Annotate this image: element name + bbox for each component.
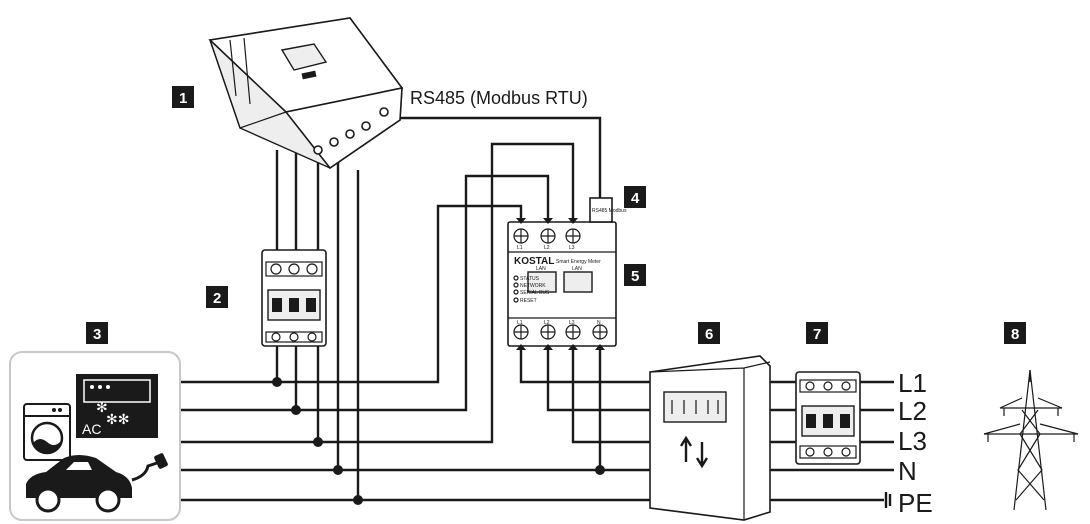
line-label-pe: PE — [898, 488, 933, 518]
meter-bottom-terminal-4: N — [597, 320, 601, 326]
badge-label: 7 — [813, 326, 821, 343]
meter-led-reset: RESET — [520, 298, 537, 304]
ground-icon — [884, 492, 892, 508]
meter-brand: KOSTAL — [514, 256, 554, 267]
air-conditioner-icon: ✻✻ ✻ — [76, 374, 158, 438]
badge-1: 1 — [172, 86, 194, 108]
meter-out-l1 — [519, 344, 658, 384]
meter-out-l3 — [571, 344, 658, 444]
rs485-cable — [392, 116, 602, 200]
bus-lines — [180, 142, 894, 502]
meter-port-tag: RS485 Modbus — [592, 208, 627, 214]
bus-line-2 — [180, 174, 550, 412]
inverter-feeds — [275, 116, 602, 500]
bus-line-3 — [180, 142, 575, 444]
meter-product: Smart Energy Meter — [556, 259, 601, 265]
meter-led-status: STATUS — [520, 276, 540, 282]
svg-text:✻✻: ✻✻ — [106, 412, 129, 428]
line-label-l2: L2 — [898, 396, 927, 426]
badge-7: 7 — [806, 322, 828, 344]
bus-line-1 — [180, 204, 523, 384]
line-label-l1: L1 — [898, 368, 927, 398]
energy-meter-icon — [507, 197, 617, 350]
circuit-breaker-icon — [261, 249, 327, 347]
badge-8: 8 — [1004, 322, 1026, 344]
consumer-panel: ✻✻ ✻ AC — [9, 351, 181, 521]
meter-bottom-terminal-2: L2 — [544, 320, 550, 326]
meter-bottom-terminal-3: L3 — [569, 320, 575, 326]
line-label-n: N — [898, 456, 917, 486]
badge-6: 6 — [698, 322, 720, 344]
meter-lan-1: LAN — [536, 266, 546, 272]
badge-5: 5 — [624, 264, 646, 286]
svg-text:✻: ✻ — [96, 400, 108, 416]
washing-machine-icon — [23, 403, 71, 461]
inverter-icon — [208, 17, 404, 170]
line-label-l3: L3 — [898, 426, 927, 456]
power-pylon-icon — [983, 369, 1079, 511]
badge-label: 6 — [705, 326, 713, 343]
meter-top-terminal-3: L3 — [569, 245, 575, 251]
meter-bottom-terminal-1: L1 — [517, 320, 523, 326]
meter-out-l2 — [546, 344, 658, 412]
protocol-label: RS485 (Modbus RTU) — [410, 88, 588, 108]
badge-label: 5 — [631, 268, 639, 285]
meter-top-terminal-1: L1 — [517, 245, 523, 251]
meter-top-terminal-2: L2 — [544, 245, 550, 251]
meter-led-network: NETWORK — [520, 283, 546, 289]
badge-label: 8 — [1011, 326, 1019, 343]
badge-label: 4 — [631, 190, 640, 207]
utility-meter-icon — [649, 355, 771, 521]
badge-4: 4 — [624, 186, 646, 208]
meter-lan-2: LAN — [572, 266, 582, 272]
electric-car-icon — [26, 453, 168, 513]
badge-label: 2 — [213, 290, 221, 307]
meter-led-serial: SERIAL BUS — [520, 290, 550, 296]
junction-dots — [272, 377, 605, 505]
ac-label: AC — [82, 421, 101, 437]
badge-3: 3 — [86, 322, 108, 344]
badge-2: 2 — [206, 286, 228, 308]
circuit-breaker-icon — [795, 371, 861, 465]
badge-label: 3 — [93, 326, 101, 343]
badge-label: 1 — [179, 90, 187, 107]
